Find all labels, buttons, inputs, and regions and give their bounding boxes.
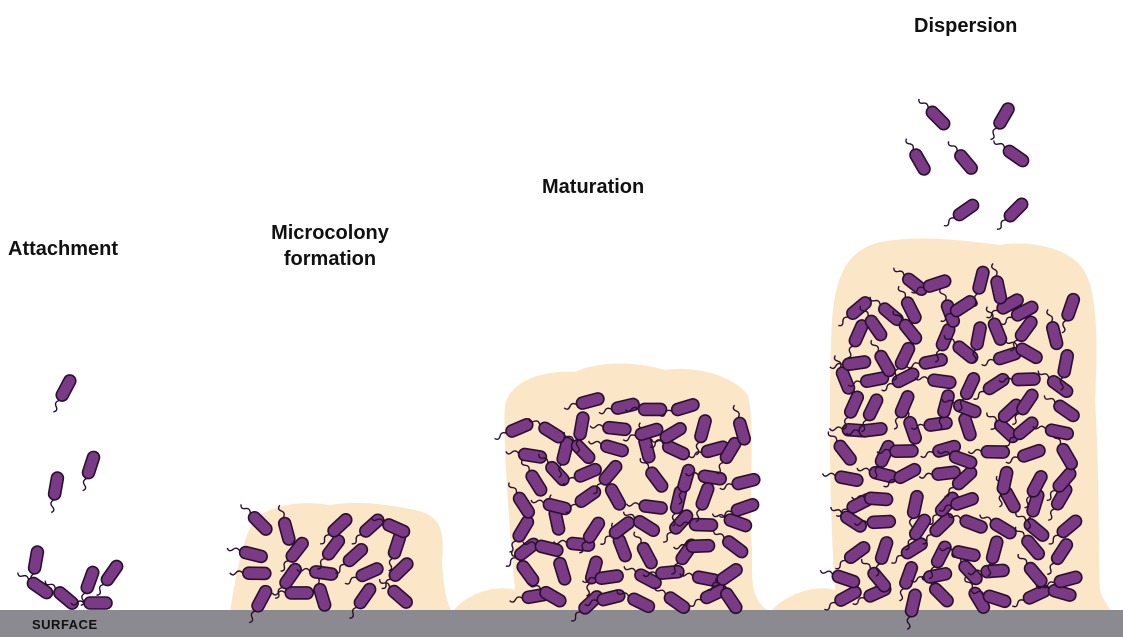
stage-label-microcolony: Microcolony formation [255,220,405,272]
bacterium-icon [77,450,101,493]
bacterium-icon [48,373,78,415]
bacterium-icon [985,101,1016,143]
stage-label-maturation: Maturation [542,174,644,200]
stage-label-microcolony-line1: Microcolony [255,220,405,246]
bacterium-icon [993,196,1030,233]
bacterium-icon [45,471,64,513]
stage-label-attachment: Attachment [8,236,118,262]
bacterium-icon [230,567,271,580]
stage-label-dispersion: Dispersion [914,13,1017,39]
bacterium-icon [901,136,932,178]
bacterium-icon [915,95,952,132]
bacterium-icon [990,136,1030,169]
surface-label: SURFACE [32,617,98,632]
bacterium-icon [940,197,980,230]
stage-label-microcolony-line2: formation [255,246,405,272]
bacterium-icon [944,137,980,176]
surface-bar [0,610,1123,637]
